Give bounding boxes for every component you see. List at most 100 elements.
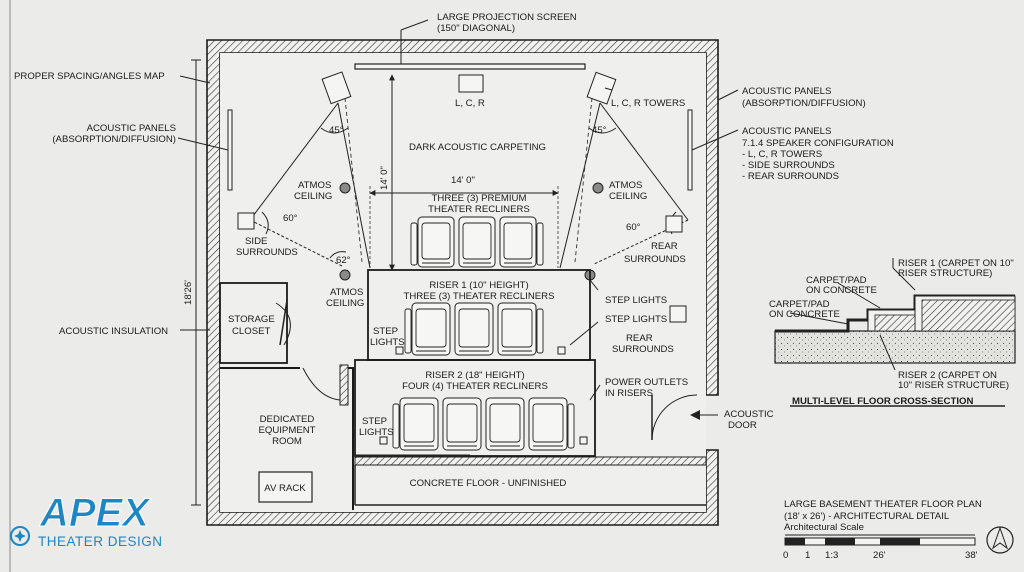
overall-dimension-label: 18'26' xyxy=(183,280,194,305)
dimension-overall xyxy=(191,59,201,506)
recliner-arm xyxy=(567,403,575,449)
side-surround-label: SIDE xyxy=(245,236,267,247)
spacing-map-label: PROPER SPACING/ANGLES MAP xyxy=(14,71,165,82)
riser-2-label: RISER 2 (18" HEIGHT) xyxy=(425,370,524,381)
cross-section-label: RISER STRUCTURE) xyxy=(898,268,992,279)
recliner-arm xyxy=(536,308,544,354)
concrete-floor xyxy=(354,456,707,506)
riser-1-label: THREE (3) THEATER RECLINERS xyxy=(403,291,554,302)
power-outlets-label: IN RISERS xyxy=(605,388,653,399)
speaker-config-label: 7.1.4 SPEAKER CONFIGURATION xyxy=(742,138,894,149)
scale-bar xyxy=(784,534,976,546)
front-row-label: THREE (3) PREMIUM xyxy=(432,193,527,204)
recliner-seat-icon xyxy=(417,216,455,268)
recliner-seat-icon xyxy=(411,302,451,356)
door-label: ACOUSTIC xyxy=(724,409,774,420)
screen-label-sub: (150" DIAGONAL) xyxy=(437,23,515,34)
logo-star-icon xyxy=(10,526,30,546)
step-lights-label: STEP xyxy=(362,416,387,427)
step-lights-label: STEP LIGHTS xyxy=(605,295,667,306)
carpet-label: DARK ACOUSTIC CARPETING xyxy=(409,142,546,153)
left-tower-speaker-icon xyxy=(321,71,352,105)
logo-name: APEX xyxy=(39,491,151,535)
step-lights-label: STEP LIGHTS xyxy=(605,314,667,325)
step-light-icon xyxy=(579,436,588,445)
cross-section-label: ON CONCRETE xyxy=(806,285,877,296)
scale-caption: Architectural Scale xyxy=(784,522,864,533)
av-rack-label: AV RACK xyxy=(264,483,306,494)
leader-lines xyxy=(177,75,739,401)
atmos-label: CEILING xyxy=(294,191,332,202)
side-surround-label: SURROUNDS xyxy=(236,247,298,258)
depth-dimension-label: 14' 0" xyxy=(379,166,390,190)
storage-label: STORAGE xyxy=(228,314,275,325)
north-arrow-icon xyxy=(986,526,1014,554)
rear-surround-label: SURROUNDS xyxy=(612,344,674,355)
labels: LARGE PROJECTION SCREEN (150" DIAGONAL) … xyxy=(14,12,1014,561)
rear-surround-label: REAR xyxy=(651,241,678,252)
storage-label: CLOSET xyxy=(232,326,271,337)
equipment-room xyxy=(220,364,354,510)
cross-section-label: 10" RISER STRUCTURE) xyxy=(898,380,1009,391)
atmos-label: ATMOS xyxy=(298,180,331,191)
cross-section-label: ON CONCRETE xyxy=(769,309,840,320)
front-row-recliners xyxy=(410,216,544,268)
rear-surround-label: REAR xyxy=(626,333,653,344)
center-speaker-label: L, C, R xyxy=(455,98,485,109)
cross-section-label: RISER 1 (CARPET ON 10" xyxy=(898,258,1014,269)
equipment-room-label: DEDICATED xyxy=(260,414,315,425)
panels-right-label: ACOUSTIC PANELS xyxy=(742,86,831,97)
scale-tick: 1:3 xyxy=(825,550,838,561)
step-light-icon xyxy=(379,436,388,445)
scale-tick: 0 xyxy=(783,550,788,561)
left-speaker-angle-lines xyxy=(249,102,371,269)
screen-label: LARGE PROJECTION SCREEN xyxy=(437,12,577,23)
projection-screen xyxy=(354,19,586,70)
acoustic-panel-left xyxy=(227,109,233,191)
step-light-icon xyxy=(395,346,404,355)
panels-left-sub: (ABSORPTION/DIFFUSION) xyxy=(52,134,176,145)
apex-logo: APEX THEATER DESIGN xyxy=(10,491,163,549)
acoustic-panel-right xyxy=(687,109,693,191)
scale-tick: 38' xyxy=(965,550,978,561)
panels-right-label-2: ACOUSTIC PANELS xyxy=(742,126,831,137)
av-rack xyxy=(258,471,313,503)
angle-label: 45° xyxy=(329,125,344,136)
width-dimension-label: 14' 0" xyxy=(451,175,475,186)
acoustic-door xyxy=(651,394,718,441)
cross-section-title: MULTI-LEVEL FLOOR CROSS-SECTION xyxy=(792,396,973,407)
recliner-seat-icon xyxy=(485,397,525,451)
step-lights-label: LIGHTS xyxy=(359,427,394,438)
equipment-room-label: EQUIPMENT xyxy=(258,425,315,436)
center-speaker-icon xyxy=(458,74,484,93)
atmos-label: CEILING xyxy=(609,191,647,202)
power-outlets-label: POWER OUTLETS xyxy=(605,377,688,388)
speaker-config-item: - L, C, R TOWERS xyxy=(742,149,822,160)
logo-subtitle: THEATER DESIGN xyxy=(38,534,163,549)
recliner-arm xyxy=(392,403,400,449)
insulation-label: ACOUSTIC INSULATION xyxy=(59,326,168,337)
plan-subtitle: (18' x 26') - ARCHITECTURAL DETAIL xyxy=(784,511,950,522)
scale-tick: 26' xyxy=(873,550,886,561)
floor-cross-section xyxy=(774,258,1016,407)
right-tower-speaker-icon xyxy=(586,71,617,105)
rear-surround-speaker-icon xyxy=(669,305,687,323)
atmos-ceiling-speaker-icon xyxy=(592,182,604,194)
cross-section-label: CARPET/PAD xyxy=(769,299,830,310)
riser-2-label: FOUR (4) THEATER RECLINERS xyxy=(402,381,548,392)
recliner-seat-icon xyxy=(499,216,537,268)
scale-tick: 1 xyxy=(805,550,810,561)
equipment-room-label: ROOM xyxy=(272,436,302,447)
riser-2-recliners xyxy=(392,397,575,451)
speaker-config-item: - REAR SURROUNDS xyxy=(742,171,839,182)
riser-1-recliners xyxy=(404,302,544,356)
recliner-arm xyxy=(536,222,544,266)
panels-right-sub: (ABSORPTION/DIFFUSION) xyxy=(742,98,866,109)
riser-2 xyxy=(354,359,596,457)
angle-label: 60° xyxy=(626,222,641,233)
cross-section-label: RISER 2 (CARPET ON xyxy=(898,370,997,381)
step-lights-label: STEP xyxy=(373,326,398,337)
atmos-ceiling-speaker-icon xyxy=(339,182,351,194)
